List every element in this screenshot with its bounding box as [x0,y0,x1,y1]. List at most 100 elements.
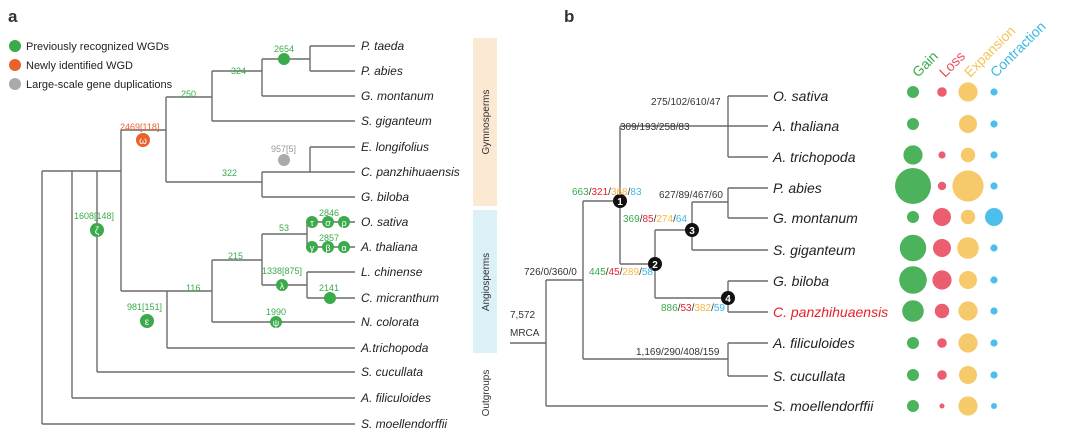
bubble-con [990,244,998,252]
taxon-a: P. abies [361,64,403,78]
wgd-markers: ω ζ ε τ σ ρ γ β α λ ψ [90,53,350,328]
bubble-loss [938,151,946,159]
col-header-gain: Gain [909,48,941,80]
bubble-con [990,151,998,159]
bubble-loss [937,370,947,380]
bubble-gain [907,400,919,412]
bubble-con [990,182,998,190]
wgd-symbol: ψ [273,318,279,328]
taxon-a: A. thaliana [360,240,418,254]
wgd-dot [338,241,350,253]
taxon-b: S. giganteum [773,242,856,258]
branch-label: 726/0/360/0 [524,267,577,278]
wgd-dot [306,216,318,228]
node-value: 2857 [319,233,339,243]
legend-item-0: Previously recognized WGDs [26,41,170,53]
group-bar-gymnosperms [473,38,497,206]
node-marker [721,291,735,305]
bubble-gain [903,145,923,165]
node-value: 1338[875] [262,266,302,276]
node-value: 116 [186,283,200,293]
bubble-con [991,403,997,409]
branch-label: 1,169/290/408/159 [636,347,720,358]
tree-a-branches [41,45,355,425]
node-marker-label: 2 [652,260,658,271]
taxon-a: L. chinense [361,265,423,279]
bubble-gain [907,369,919,381]
taxon-b: A. trichopoda [772,149,856,165]
taxon-b: G. biloba [773,273,829,289]
wgd-dot [306,241,318,253]
taxon-a: E. longifolius [361,140,429,154]
wgd-dot-gray [278,154,290,166]
node-value: 957[5] [271,144,296,154]
bubble-loss [934,303,950,319]
bubble-con [990,88,998,96]
node-value: 324 [231,66,246,76]
bubble-con [990,120,998,128]
taxon-a: G. montanum [361,89,434,103]
bubble-exp [958,301,978,321]
branch-label: 627/89/467/60 [659,190,723,201]
group-bar-angiosperms [473,210,497,353]
wgd-symbol: ε [145,317,150,328]
node-marker [648,257,662,271]
bubble-loss [933,208,951,226]
bubble-loss [937,87,947,97]
node-markers-b: 1 2 3 4 [613,194,735,305]
col-header-loss: Loss [936,48,968,80]
legend-orange-dot [9,59,21,71]
legend: Previously recognized WGDs Newly identif… [9,40,173,91]
legend-green-dot [9,40,21,52]
bubble-loss [937,181,947,191]
node-value: 2469[118] [120,122,159,132]
taxon-a: O. sativa [361,215,409,229]
taxon-a: S. giganteum [361,114,432,128]
bubble-loss [937,338,947,348]
wgd-dot-new [136,133,150,147]
bubble-exp [958,396,978,416]
legend-gray-dot [9,78,21,90]
branch-label: 275/102/610/47 [651,97,721,108]
taxon-a: S. cucullata [361,365,423,379]
group-label-outgroups: Outgroups [481,370,492,417]
wgd-symbol: α [341,243,346,253]
legend-item-2: Large-scale gene duplications [26,79,173,91]
node-marker-label: 3 [689,226,695,237]
node-value: 1608[148] [74,211,114,221]
branch-label: 309/193/258/83 [620,122,690,133]
node-marker-label: 4 [725,294,731,305]
bubble-gain [895,168,931,204]
taxon-b: S. cucullata [773,368,846,384]
bubble-con [985,208,1003,226]
bubble-exp [952,170,984,202]
taxon-b: A. thaliana [772,118,839,134]
node-value: 981[151] [127,302,162,312]
panel-b-label: b [564,7,574,26]
bubble-gain [899,266,927,294]
bubble-gain [907,337,919,349]
taxon-a: N. colorata [361,315,419,329]
bubble-matrix [895,82,1003,416]
taxon-a: G. biloba [361,190,409,204]
node-values-a: 2654 324 250 2469[118] 322 957[5] 1608[1… [74,44,339,317]
legend-item-1: Newly identified WGD [26,60,133,72]
node-value: 2654 [274,44,294,54]
bubble-exp [960,147,976,163]
bubble-con [990,371,998,379]
taxa-a: P. taeda P. abies G. montanum S. gigante… [360,39,460,431]
wgd-dot [276,279,288,291]
bubble-gain [899,234,927,262]
wgd-symbol: γ [310,243,315,253]
taxon-b: G. montanum [773,210,858,226]
bubble-gain [907,211,919,223]
bubble-exp [959,115,977,133]
colored-labels: 663/321/368/83 369/85/274/64 445/45/289/… [572,187,725,314]
bubble-loss [933,239,951,257]
wgd-dot [322,216,334,228]
wgd-dot [324,292,336,304]
node-value: 53 [279,223,289,233]
taxon-a: P. taeda [361,39,404,53]
bubble-con [990,307,998,315]
colored-label-n2: 445/45/289/58 [589,267,653,278]
